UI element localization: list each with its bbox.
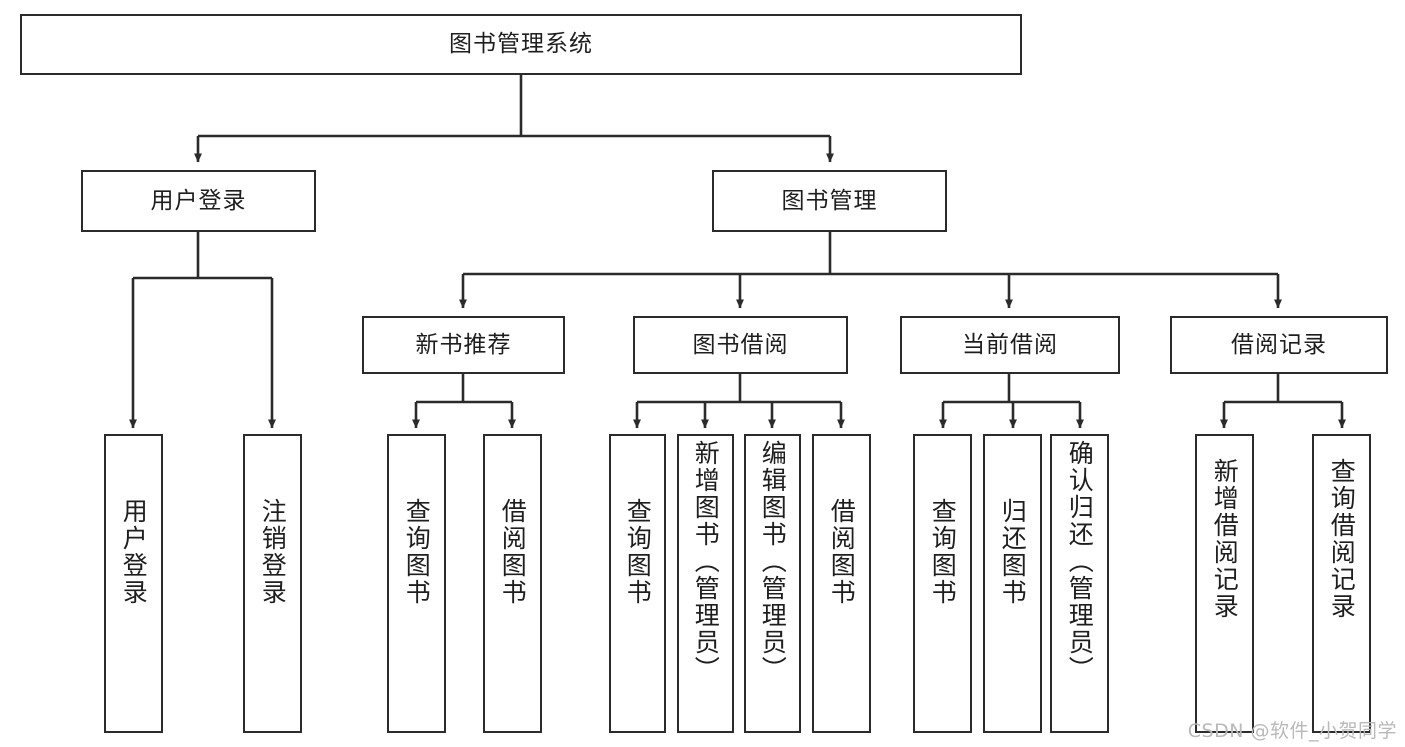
- node-borrow-record[interactable]: 借阅记录: [1170, 316, 1388, 374]
- leaf-borrow-query-book[interactable]: 查询图书: [609, 434, 666, 733]
- node-book-borrow-label: 图书借阅: [692, 331, 789, 358]
- leaf-record-query-record-label: 查询借阅记录: [1327, 458, 1357, 620]
- leaf-recommend-query-book-label: 查询图书: [402, 498, 432, 606]
- node-book-borrow[interactable]: 图书借阅: [633, 316, 848, 374]
- node-new-book-recommend-label: 新书推荐: [415, 331, 512, 358]
- leaf-current-confirm-return-label: 确认归还（管理员）: [1065, 440, 1095, 683]
- leaf-borrow-borrow-book[interactable]: 借阅图书: [812, 434, 871, 733]
- node-book-management[interactable]: 图书管理: [712, 170, 947, 232]
- leaf-user-login-login[interactable]: 用户登录: [104, 434, 163, 733]
- node-user-login[interactable]: 用户登录: [81, 170, 316, 232]
- leaf-user-login-logout[interactable]: 注销登录: [243, 434, 302, 733]
- leaf-borrow-query-book-label: 查询图书: [623, 498, 653, 606]
- node-user-login-label: 用户登录: [150, 187, 247, 214]
- leaf-recommend-borrow-book-label: 借阅图书: [498, 498, 528, 606]
- leaf-borrow-edit-book[interactable]: 编辑图书（管理员）: [744, 434, 801, 733]
- leaf-current-query-book-label: 查询图书: [928, 498, 958, 606]
- leaf-current-return-book[interactable]: 归还图书: [983, 434, 1042, 733]
- leaf-record-query-record[interactable]: 查询借阅记录: [1312, 434, 1371, 733]
- leaf-borrow-borrow-book-label: 借阅图书: [827, 498, 857, 606]
- leaf-current-return-book-label: 归还图书: [998, 498, 1028, 606]
- leaf-user-login-logout-label: 注销登录: [258, 498, 288, 606]
- leaf-recommend-query-book[interactable]: 查询图书: [387, 434, 446, 733]
- leaf-record-add-record[interactable]: 新增借阅记录: [1195, 434, 1254, 733]
- leaf-borrow-add-book-label: 新增图书（管理员）: [691, 440, 721, 683]
- leaf-recommend-borrow-book[interactable]: 借阅图书: [483, 434, 542, 733]
- node-current-borrow[interactable]: 当前借阅: [900, 316, 1120, 374]
- leaf-record-add-record-label: 新增借阅记录: [1210, 458, 1240, 620]
- node-borrow-record-label: 借阅记录: [1231, 331, 1327, 358]
- node-root[interactable]: 图书管理系统: [20, 14, 1022, 75]
- leaf-borrow-edit-book-label: 编辑图书（管理员）: [758, 440, 788, 683]
- leaf-current-query-book[interactable]: 查询图书: [913, 434, 972, 733]
- leaf-user-login-login-label: 用户登录: [119, 498, 149, 606]
- node-current-borrow-label: 当前借阅: [962, 331, 1058, 358]
- node-root-label: 图书管理系统: [449, 31, 593, 58]
- leaf-borrow-add-book[interactable]: 新增图书（管理员）: [677, 434, 734, 733]
- node-book-management-label: 图书管理: [781, 187, 878, 214]
- csdn-watermark: CSDN @软件_小贺同学: [1187, 720, 1397, 742]
- node-new-book-recommend[interactable]: 新书推荐: [362, 316, 565, 374]
- leaf-current-confirm-return[interactable]: 确认归还（管理员）: [1050, 434, 1109, 733]
